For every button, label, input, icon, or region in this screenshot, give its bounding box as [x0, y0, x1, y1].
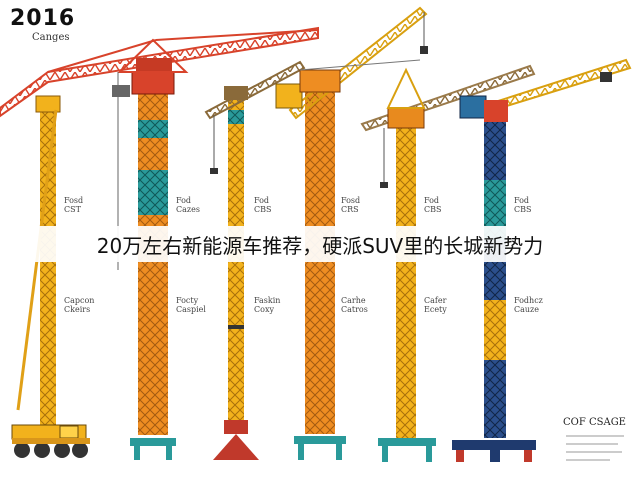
crane-1	[0, 26, 319, 458]
year-title: 2016	[10, 6, 76, 31]
headline: 20万左右新能源车推荐，硬派SUV里的长城新势力	[96, 234, 544, 258]
crane-2	[112, 38, 189, 460]
crane-5	[360, 64, 536, 462]
corner-title: COF CSAGE	[563, 417, 626, 428]
crane-4	[275, 6, 428, 460]
corner-info-lines	[566, 435, 624, 461]
crane-6	[452, 58, 632, 462]
subtitle: Canges	[32, 32, 70, 43]
headline-banner	[0, 226, 640, 262]
